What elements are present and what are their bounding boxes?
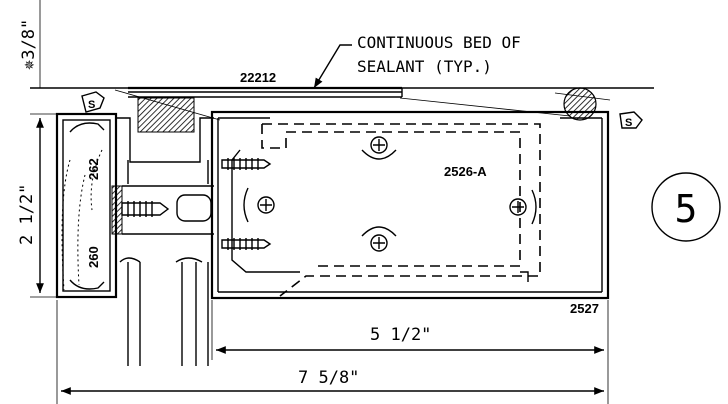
dimension-inner-width: 5 1/2" [211,300,609,404]
screw-boss-top [361,136,397,160]
screw-boss-right [509,189,537,225]
screw-middle [121,201,170,217]
screw-upper [221,158,272,170]
svg-text:S: S [88,99,95,111]
dimension-overall-width: 7 5/8" [56,300,604,404]
screw-boss-bottom [361,226,397,252]
detail-number-bubble: 5 [651,172,721,242]
sealant-tag-right: S [619,111,643,129]
left-frame-profile [55,112,118,299]
note-leader [313,44,352,89]
sealant-bead [563,87,597,121]
main-body-2527 [210,110,610,300]
gasket-mid-hatched [111,185,123,235]
part-label-262: 262 [86,158,101,180]
part-label-2526A: 2526-A [444,164,487,179]
note-line-2: SEALANT (TYP.) [357,57,492,76]
screw-boss-left [243,187,275,223]
insert-2526A [231,123,541,297]
screw-lower [221,238,272,250]
svg-text:5 1/2": 5 1/2" [370,325,431,345]
part-label-2527: 2527 [570,301,599,316]
note-line-1: CONTINUOUS BED OF [357,33,521,52]
svg-text:S: S [625,117,632,129]
glass-panes [119,257,209,366]
svg-text:✵3/8": ✵3/8" [19,19,39,70]
gasket-top-hatched [137,97,195,133]
glazing-channel [116,117,214,235]
sealant-tag-left: S [81,91,105,113]
dimension-vertical-3-8: ✵3/8" [19,0,58,115]
part-label-22212: 22212 [240,70,276,85]
svg-text:7 5/8": 7 5/8" [298,368,359,388]
svg-text:5: 5 [675,187,698,231]
cover-plate-22212 [128,86,403,98]
part-label-260: 260 [86,246,101,268]
dimension-vertical-2-1-2: 2 1/2" [17,117,58,298]
svg-text:2 1/2": 2 1/2" [17,184,37,245]
